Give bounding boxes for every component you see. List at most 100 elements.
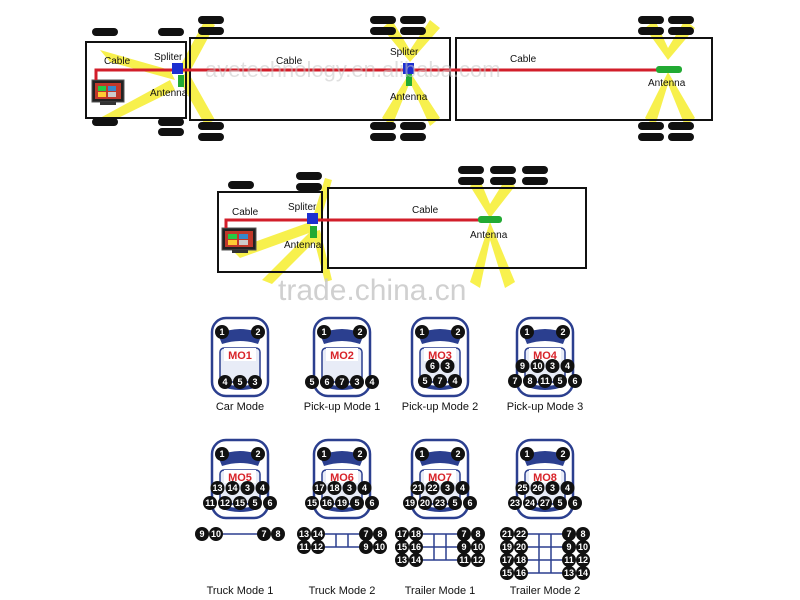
tire-number-label: 21 bbox=[412, 483, 422, 493]
mode-caption: Truck Mode 2 bbox=[309, 585, 376, 597]
tire-number: 2 bbox=[556, 325, 570, 339]
tire-number-label: 18 bbox=[411, 529, 421, 539]
mode-badge-label: MO8 bbox=[533, 472, 557, 484]
tire-number: 11 bbox=[457, 553, 471, 567]
tire-number-label: 7 bbox=[437, 376, 442, 386]
tire-number-label: 11 bbox=[540, 376, 550, 386]
tire-number-label: 5 bbox=[422, 376, 427, 386]
tire-number: 5 bbox=[233, 375, 247, 389]
tire-number-label: 1 bbox=[524, 449, 529, 459]
tire-number-label: 2 bbox=[455, 327, 460, 337]
tire-number: 14 bbox=[576, 566, 590, 580]
tire-number-label: 11 bbox=[299, 542, 309, 552]
mode-badge bbox=[224, 470, 256, 483]
tire-number: 14 bbox=[225, 481, 240, 495]
tire-number-label: 1 bbox=[321, 449, 326, 459]
antenna-icon bbox=[478, 216, 502, 223]
tire-number-label: 2 bbox=[255, 449, 260, 459]
car-windshield bbox=[320, 451, 364, 466]
car-windshield bbox=[418, 329, 462, 344]
tire-number: 2 bbox=[451, 447, 465, 461]
tire-number-label: 12 bbox=[313, 542, 323, 552]
tire-number-label: 5 bbox=[309, 377, 314, 387]
tire-number: 9 bbox=[359, 540, 373, 554]
tire-number-label: 14 bbox=[578, 568, 588, 578]
tire-number: 4 bbox=[218, 375, 232, 389]
truck-diagram-top: Cable Spliter Antenna Cable Spliter Ante… bbox=[85, 16, 713, 141]
tire-number: 6 bbox=[568, 374, 582, 388]
tire-number: 5 bbox=[553, 496, 567, 510]
tire-number: 24 bbox=[523, 496, 537, 510]
tire-number: 8 bbox=[523, 374, 537, 388]
tire-number-label: 18 bbox=[329, 483, 339, 493]
tire-number-label: 14 bbox=[411, 555, 421, 565]
tires-middle bbox=[228, 166, 548, 191]
tire-number: 5 bbox=[448, 496, 462, 510]
mode-caption: Truck Mode 1 bbox=[207, 585, 274, 597]
car-windshield bbox=[418, 451, 462, 466]
tire-number-label: 3 bbox=[354, 377, 359, 387]
watermark-top: avetechnology.en.alibaba.com bbox=[205, 57, 501, 82]
tire-number: 4 bbox=[560, 481, 575, 495]
tire-number-label: 10 bbox=[578, 542, 588, 552]
car-windshield bbox=[320, 329, 364, 344]
tire-number-label: 18 bbox=[516, 555, 526, 565]
tire-number-label: 1 bbox=[419, 327, 424, 337]
tire-number: 6 bbox=[463, 496, 477, 510]
tire-number: 3 bbox=[545, 481, 560, 495]
tire-number-label: 21 bbox=[502, 529, 512, 539]
tire-number: 1 bbox=[317, 325, 331, 339]
tire-number: 1 bbox=[215, 325, 229, 339]
tire-number-label: 2 bbox=[560, 327, 565, 337]
car-windshield bbox=[523, 329, 567, 344]
tire-number: 18 bbox=[514, 553, 528, 567]
cable-label: Cable bbox=[232, 207, 259, 218]
tire-number: 3 bbox=[440, 359, 455, 373]
tire-number-label: 17 bbox=[314, 483, 324, 493]
tire-number-label: 7 bbox=[363, 529, 368, 539]
tire-number-label: 16 bbox=[411, 542, 421, 552]
antenna-icon bbox=[310, 226, 317, 238]
tire-number-label: 14 bbox=[227, 483, 237, 493]
tire-number-label: 8 bbox=[527, 376, 532, 386]
tire-number: 10 bbox=[373, 540, 387, 554]
spliter-icon bbox=[403, 63, 414, 74]
tire-number-label: 13 bbox=[212, 483, 222, 493]
tire-number: 7 bbox=[335, 375, 349, 389]
tire-number-label: 3 bbox=[445, 483, 450, 493]
mode-badge bbox=[424, 470, 456, 483]
cable-label: Cable bbox=[104, 56, 131, 67]
tire-number-label: 5 bbox=[557, 498, 562, 508]
tire-number-label: 4 bbox=[452, 376, 457, 386]
tire-number-label: 23 bbox=[510, 498, 520, 508]
tire-number-label: 6 bbox=[369, 498, 374, 508]
tire-number: 15 bbox=[305, 496, 319, 510]
tire-number-label: 2 bbox=[357, 327, 362, 337]
tire-number: 1 bbox=[415, 325, 429, 339]
tire-number-label: 4 bbox=[565, 483, 570, 493]
mode-badge-label: MO7 bbox=[428, 472, 452, 484]
tire-number-label: 27 bbox=[540, 498, 550, 508]
tire-number: 13 bbox=[562, 566, 576, 580]
tire-number-label: 4 bbox=[460, 483, 465, 493]
watermark-bottom: trade.china.cn bbox=[278, 274, 466, 307]
tire-number: 7 bbox=[562, 527, 576, 541]
tire-number: 12 bbox=[471, 553, 485, 567]
tire-number-label: 10 bbox=[473, 542, 483, 552]
tire-number: 23 bbox=[433, 496, 447, 510]
tire-number: 5 bbox=[248, 496, 262, 510]
tire-number: 7 bbox=[457, 527, 471, 541]
mode-badge bbox=[529, 348, 561, 361]
tire-number-label: 9 bbox=[520, 361, 525, 371]
tire-number: 20 bbox=[514, 540, 528, 554]
tire-number: 6 bbox=[320, 375, 334, 389]
tire-number-label: 15 bbox=[307, 498, 317, 508]
cable-label: Cable bbox=[276, 56, 303, 67]
tire-number: 19 bbox=[403, 496, 417, 510]
tire-number-label: 3 bbox=[550, 361, 555, 371]
tire-number-label: 6 bbox=[267, 498, 272, 508]
car-windshield bbox=[523, 451, 567, 466]
tire-number-label: 14 bbox=[313, 529, 323, 539]
